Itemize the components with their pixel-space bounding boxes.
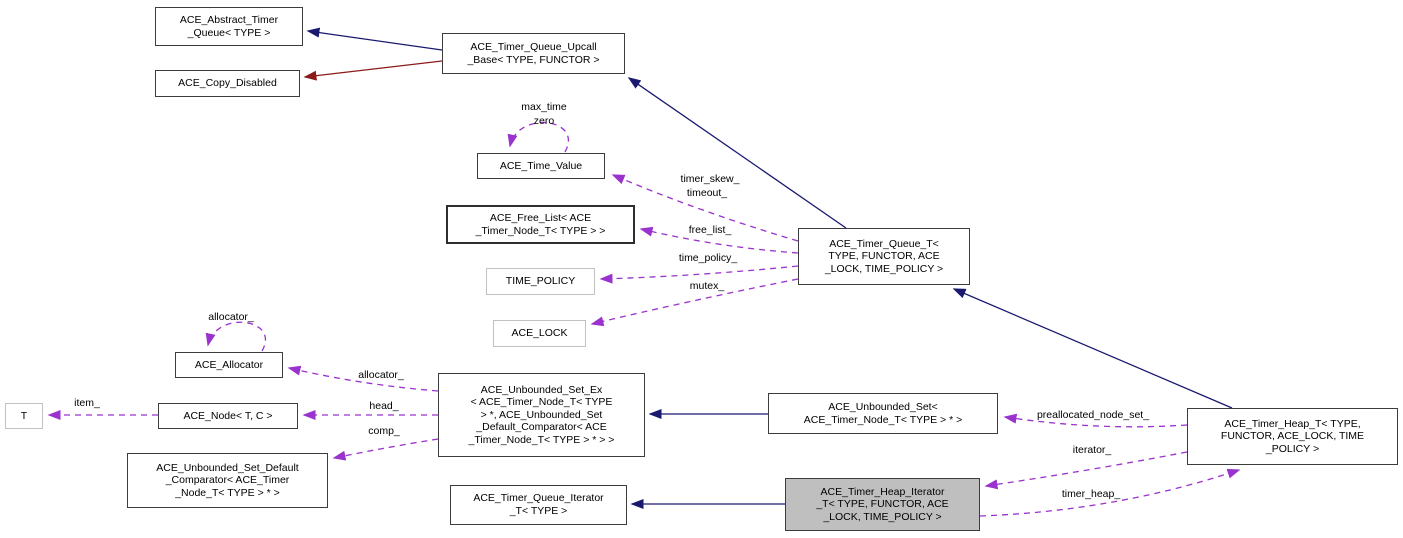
edge-label-time_policy: time_policy_ xyxy=(678,252,738,264)
node-label-line: _Timer_Node_T< TYPE > > xyxy=(475,224,606,237)
node-label-line: TIME_POLICY xyxy=(505,275,576,288)
node-ace-timer-queue-upcall-base[interactable]: ACE_Timer_Queue_Upcall_Base< TYPE, FUNCT… xyxy=(442,33,625,74)
node-label-line: _LOCK, TIME_POLICY > xyxy=(824,262,944,275)
node-label-line: ACE_Unbounded_Set_Ex xyxy=(480,383,603,396)
edge-label-allocator: allocator_ xyxy=(208,311,254,323)
node-label-line: ACE_Unbounded_Set_Default xyxy=(156,461,299,474)
edge-freelist xyxy=(639,226,799,254)
node-label-line: ACE_Timer_Queue_Upcall xyxy=(470,40,597,53)
edge-label-comp: comp_ xyxy=(368,425,400,437)
node-ace-unbounded-set[interactable]: ACE_Unbounded_Set<ACE_Timer_Node_T< TYPE… xyxy=(768,393,998,434)
node-ace-time-value[interactable]: ACE_Time_Value xyxy=(477,153,605,179)
node-ace-timer-heap-iterator-t: ACE_Timer_Heap_Iterator_T< TYPE, FUNCTOR… xyxy=(785,478,980,531)
node-label-line: _T< TYPE > xyxy=(509,505,568,517)
node-label-line: FUNCTOR, ACE_LOCK, TIME xyxy=(1220,430,1365,443)
node-ace-unbounded-set-ex[interactable]: ACE_Unbounded_Set_Ex< ACE_Timer_Node_T< … xyxy=(438,373,645,457)
node-label-line: _Comparator< ACE_Timer xyxy=(165,474,290,487)
node-label-line: _POLICY > xyxy=(1265,442,1320,455)
node-ace-abstract-timer-queue[interactable]: ACE_Abstract_Timer_Queue< TYPE > xyxy=(155,7,303,46)
edge-label-timer_heap: timer_heap_ xyxy=(1061,488,1121,500)
node-label-line: T xyxy=(20,409,28,422)
edge-mutex xyxy=(590,278,799,327)
node-label-line: ACE_Copy_Disabled xyxy=(178,77,277,90)
node-label-line: < ACE_Timer_Node_T< TYPE xyxy=(470,396,613,409)
node-ace-copy-disabled[interactable]: ACE_Copy_Disabled xyxy=(155,70,300,97)
edge-label-head: head_ xyxy=(369,400,399,412)
edge-timerskew-timeout xyxy=(611,174,799,242)
node-label-line: _Default_Comparator< ACE xyxy=(476,421,607,434)
edge-label-max_time: max_time xyxy=(521,101,567,113)
node-label-line: ACE_Abstract_Timer xyxy=(179,13,279,26)
node-label-line: _Timer_Node_T< TYPE > * > > xyxy=(468,433,615,446)
node-time-policy: TIME_POLICY xyxy=(486,268,595,295)
edge-label-preallocated_node_set: preallocated_node_set_ xyxy=(1036,409,1150,421)
node-ace-timer-queue-t[interactable]: ACE_Timer_Queue_T<TYPE, FUNCTOR, ACE_LOC… xyxy=(798,228,970,285)
node-label-line: _Queue< TYPE > xyxy=(187,26,271,39)
edge-label-item: item_ xyxy=(74,397,100,409)
edge-label-timeout: timeout_ xyxy=(686,187,728,199)
edge-timer-heap xyxy=(979,468,1241,517)
edge-comp xyxy=(332,438,439,461)
edge-iterator xyxy=(984,451,1188,490)
node-label-line: > *, ACE_Unbounded_Set xyxy=(480,408,603,421)
node-ace-free-list[interactable]: ACE_Free_List< ACE_Timer_Node_T< TYPE > … xyxy=(446,205,635,244)
node-label-line: _Base< TYPE, FUNCTOR > xyxy=(467,53,600,66)
node-label-line: ACE_Timer_Heap_T< TYPE, xyxy=(1224,417,1361,430)
edge-label-timer_skew: timer_skew_ xyxy=(680,173,740,185)
edge-allocator xyxy=(287,365,439,392)
node-label-line: ACE_Timer_Queue_Iterator xyxy=(473,492,604,505)
node-ace-lock: ACE_LOCK xyxy=(493,320,586,347)
edge-preallocated-node-set xyxy=(1003,413,1188,428)
edge-label-zero: zero xyxy=(533,115,555,127)
node-ace-unbounded-set-default-comparator[interactable]: ACE_Unbounded_Set_Default_Comparator< AC… xyxy=(127,453,328,508)
node-label-line: ACE_Time_Value xyxy=(499,159,583,172)
edge-label-iterator: iterator_ xyxy=(1072,444,1112,456)
node-label-line: ACE_Allocator xyxy=(194,358,264,371)
node-label-line: ACE_Free_List< ACE xyxy=(489,211,592,224)
edge-timerheapt-to-timerqueuet xyxy=(952,288,1233,409)
edge-label-mutex: mutex_ xyxy=(689,280,725,292)
node-ace-timer-heap-t[interactable]: ACE_Timer_Heap_T< TYPE,FUNCTOR, ACE_LOCK… xyxy=(1187,408,1398,465)
node-label-line: ACE_Unbounded_Set< xyxy=(828,400,938,413)
node-label-line: _Node_T< TYPE > * > xyxy=(175,486,280,499)
edge-timevalue-self-loop xyxy=(507,121,569,153)
node-label-line: ACE_LOCK xyxy=(511,327,568,340)
edge-upcallbase-to-copydisabled xyxy=(303,60,443,81)
node-ace-allocator[interactable]: ACE_Allocator xyxy=(175,352,283,378)
node-label-line: ACE_Node< T, C > xyxy=(183,409,273,422)
node-ace-node[interactable]: ACE_Node< T, C > xyxy=(158,403,298,429)
edge-label-free_list: free_list_ xyxy=(688,224,732,236)
edge-timerqueuet-to-upcallbase xyxy=(627,77,847,229)
node-ace-timer-queue-iterator-t[interactable]: ACE_Timer_Queue_Iterator_T< TYPE > xyxy=(450,485,627,525)
node-label-line: ACE_Timer_Node_T< TYPE > * > xyxy=(803,413,963,426)
node-label-line: ACE_Timer_Heap_Iterator xyxy=(820,485,945,498)
edge-upcallbase-to-abstracttimerqueue xyxy=(306,27,443,51)
edge-allocator-self-loop xyxy=(205,321,266,352)
node-t: T xyxy=(5,403,43,429)
edge-label-allocator: allocator_ xyxy=(358,369,404,381)
node-label-line: ACE_Timer_Queue_T< xyxy=(829,237,939,250)
node-label-line: _LOCK, TIME_POLICY > xyxy=(823,510,942,523)
edge-timepolicy xyxy=(599,265,799,284)
node-label-line: _T< TYPE, FUNCTOR, ACE xyxy=(816,498,949,511)
node-label-line: TYPE, FUNCTOR, ACE xyxy=(828,250,940,263)
